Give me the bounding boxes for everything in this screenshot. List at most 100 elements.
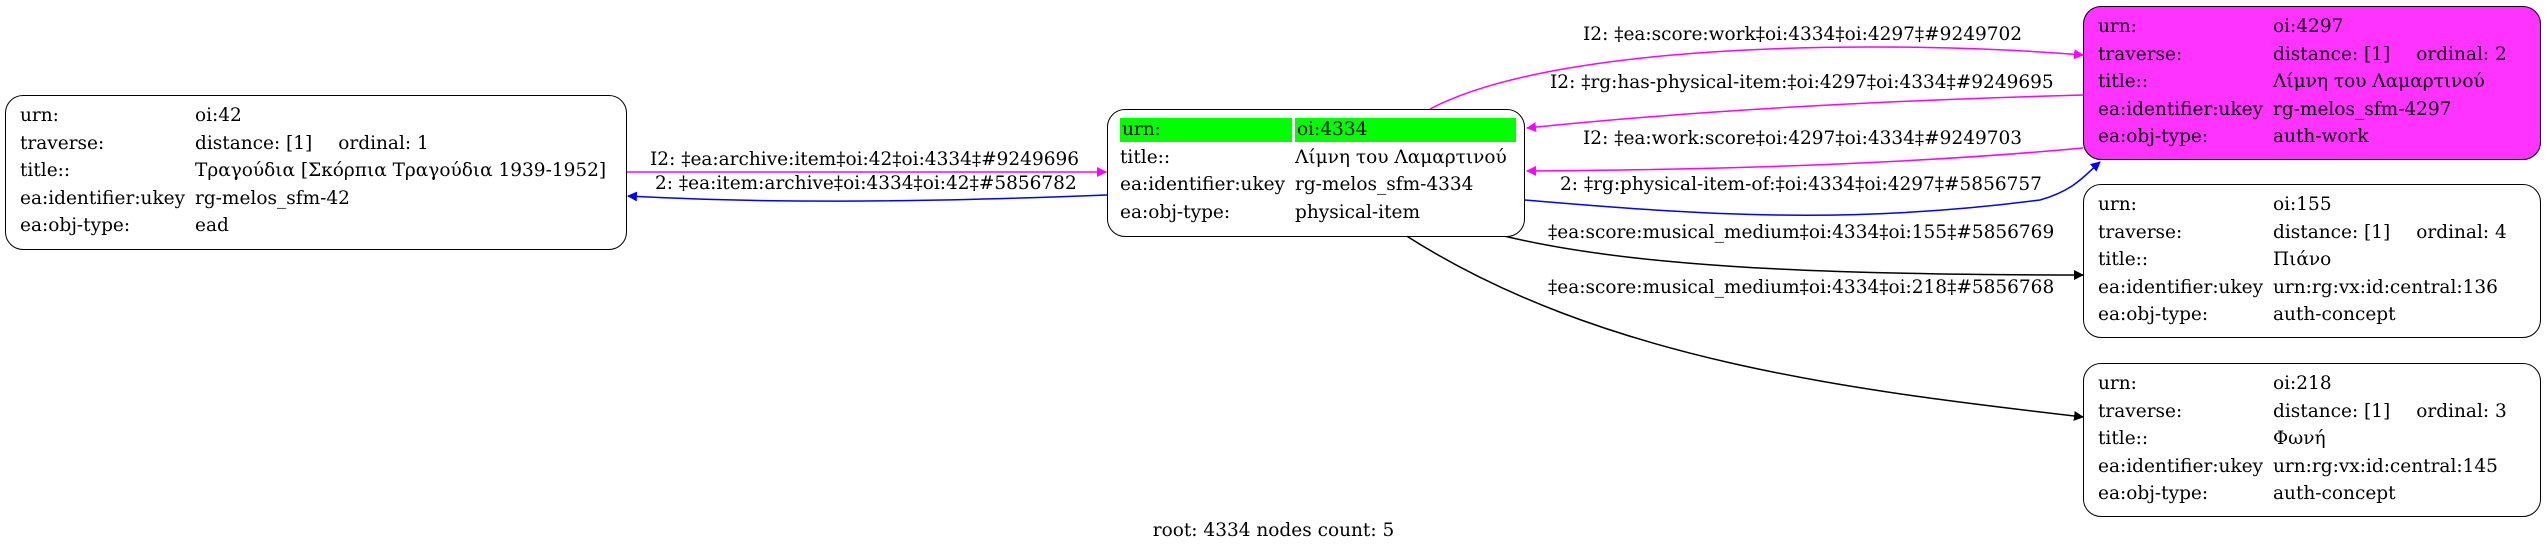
node-row-title: title::Λίμνη του Λαμαρτινού <box>2098 68 2532 96</box>
row-key: urn: <box>2098 16 2137 38</box>
row-value: Πιάνο <box>2273 249 2332 271</box>
row-key: urn: <box>2098 373 2137 395</box>
row-value: oi:218 <box>2273 373 2332 395</box>
edge-work-score <box>1526 147 2084 176</box>
row-key: title:: <box>2098 428 2149 450</box>
node-row-obj-type: ea:obj-type: auth-work <box>2098 123 2532 151</box>
node-row-traverse: traverse: distance: [1] ordinal: 4 <box>2098 219 2532 247</box>
row-key: urn: <box>1120 117 1292 142</box>
node-oi-218[interactable]: urn: oi:218 traverse: distance: [1]ordinal… <box>2083 363 2541 517</box>
row-key: ea:obj-type: <box>20 215 131 237</box>
row-value: urn:rg:vx:id:central:136 <box>2273 276 2498 298</box>
row-value: rg-melos_sfm-4334 <box>1295 174 1474 196</box>
node-row-urn: urn: oi:218 <box>2098 370 2532 398</box>
row-key: ea:identifier:ukey <box>2098 276 2264 298</box>
row-value: distance: [1]ordinal: 3 <box>2273 401 2532 422</box>
node-row-urn: urn:oi:4334 <box>1120 116 1516 144</box>
node-row-urn: urn: oi:4297 <box>2098 13 2532 41</box>
ordinal: ordinal: 2 <box>2416 43 2507 65</box>
node-row-obj-type: ea:obj-type: auth-concept <box>2098 480 2532 508</box>
node-row-urn: urn: oi:155 <box>2098 191 2532 219</box>
row-value: oi:155 <box>2273 194 2332 216</box>
row-value: auth-work <box>2273 126 2369 148</box>
row-value: oi:4297 <box>2273 16 2344 38</box>
distance: distance: [1] <box>2273 43 2391 65</box>
row-key: title:: <box>20 160 71 182</box>
row-key: traverse: <box>2098 221 2183 243</box>
graph-footer-caption: root: 4334 nodes count: 5 <box>1152 520 1395 541</box>
row-key: traverse: <box>20 132 105 154</box>
node-row-title: title::Λίμνη του Λαμαρτινού <box>1120 144 1516 172</box>
row-value: rg-melos_sfm-4297 <box>2273 98 2452 120</box>
row-value: urn:rg:vx:id:central:145 <box>2273 455 2498 477</box>
node-row-ukey: ea:identifier:ukey rg-melos_sfm-42 <box>20 185 618 213</box>
node-oi-42[interactable]: urn: oi:42 traverse: distance: [1] ordinal:… <box>5 95 627 250</box>
row-value: auth-concept <box>2273 483 2396 505</box>
row-key: title:: <box>1120 146 1171 168</box>
row-value: Τραγούδια [Σκόρπια Τραγούδια 1939-1952] <box>195 160 607 182</box>
edge-musical-medium-155 <box>1499 234 2084 280</box>
row-value: distance: [1] ordinal: 1 <box>195 133 618 154</box>
node-oi-155[interactable]: urn: oi:155 traverse: distance: [1] ordinal… <box>2083 184 2541 338</box>
edge-label: I2: ‡rg:has-physical-item:‡oi:4297‡oi:43… <box>1550 72 2054 93</box>
row-value: physical-item <box>1295 201 1421 223</box>
node-row-obj-type: ea:obj-type: auth-concept <box>2098 301 2532 329</box>
row-value: Λίμνη του Λαμαρτινού <box>1295 146 1507 168</box>
node-row-ukey: ea:identifier:ukey rg-melos_sfm-4334 <box>1120 171 1516 199</box>
node-row-ukey: ea:identifier:ukey rg-melos_sfm-4297 <box>2098 96 2532 124</box>
row-key: ea:identifier:ukey <box>20 187 186 209</box>
node-row-traverse: traverse: distance: [1] ordinal: 2 <box>2098 41 2532 69</box>
row-value: ead <box>195 215 229 237</box>
edge-score-work <box>1429 46 2084 110</box>
node-row-urn: urn: oi:42 <box>20 102 618 130</box>
edge-label: ‡ea:score:musical_medium‡oi:4334‡oi:218‡… <box>1548 277 2055 298</box>
row-value: Λίμνη του Λαμαρτινού <box>2273 71 2485 93</box>
node-row-traverse: traverse: distance: [1]ordinal: 3 <box>2098 398 2532 426</box>
edge-label: ‡ea:score:musical_medium‡oi:4334‡oi:155‡… <box>1548 222 2055 243</box>
node-row-title: title::Τραγούδια [Σκόρπια Τραγούδια 1939… <box>20 157 618 185</box>
edge-label: I2: ‡ea:score:work‡oi:4334‡oi:4297‡#9249… <box>1583 24 2023 45</box>
row-key: ea:obj-type: <box>2098 126 2209 148</box>
node-oi-4334-root[interactable]: urn:oi:4334 title::Λίμνη του Λαμαρτινού … <box>1107 109 1525 237</box>
row-value: distance: [1] ordinal: 4 <box>2273 222 2532 243</box>
node-row-obj-type: ea:obj-type: ead <box>20 212 618 240</box>
node-row-traverse: traverse: distance: [1] ordinal: 1 <box>20 130 618 158</box>
row-key: urn: <box>20 105 59 127</box>
row-key: title:: <box>2098 71 2149 93</box>
edge-label: I2: ‡ea:archive:item‡oi:42‡oi:4334‡#9249… <box>650 149 1080 170</box>
row-value: oi:4334 <box>1295 117 1516 142</box>
row-key: title:: <box>2098 249 2149 271</box>
edge-label: 2: ‡ea:item:archive‡oi:4334‡oi:42‡#58567… <box>655 173 1077 194</box>
edge-musical-medium-218 <box>1404 234 2084 421</box>
edge-physical-item-of <box>1524 161 2101 216</box>
row-key: traverse: <box>2098 43 2183 65</box>
ordinal: ordinal: 1 <box>338 132 429 154</box>
row-value: distance: [1] ordinal: 2 <box>2273 44 2532 65</box>
row-value: rg-melos_sfm-42 <box>195 187 350 209</box>
node-row-title: title::Φωνή <box>2098 425 2532 453</box>
row-key: traverse: <box>2098 400 2183 422</box>
row-value: oi:42 <box>195 105 242 127</box>
edge-label: I2: ‡ea:work:score‡oi:4297‡oi:4334‡#9249… <box>1583 128 2023 149</box>
row-key: ea:obj-type: <box>1120 201 1231 223</box>
row-value: Φωνή <box>2273 428 2326 450</box>
node-row-title: title::Πιάνο <box>2098 246 2532 274</box>
node-row-ukey: ea:identifier:ukey urn:rg:vx:id:central:1… <box>2098 274 2532 302</box>
ordinal: ordinal: 3 <box>2416 400 2507 422</box>
ordinal: ordinal: 4 <box>2416 221 2507 243</box>
row-key: ea:obj-type: <box>2098 304 2209 326</box>
row-key: ea:identifier:ukey <box>1120 174 1286 196</box>
edge-has-physical-item <box>1526 94 2084 133</box>
edge-label: 2: ‡rg:physical-item-of:‡oi:4334‡oi:4297… <box>1560 174 2042 195</box>
row-key: ea:obj-type: <box>2098 483 2209 505</box>
row-value: auth-concept <box>2273 304 2396 326</box>
row-key: ea:identifier:ukey <box>2098 98 2264 120</box>
row-key: urn: <box>2098 194 2137 216</box>
edge-item-archive <box>627 191 1108 202</box>
node-row-obj-type: ea:obj-type: physical-item <box>1120 199 1516 227</box>
distance: distance: [1] <box>2273 221 2391 243</box>
distance: distance: [1] <box>195 132 313 154</box>
node-oi-4297[interactable]: urn: oi:4297 traverse: distance: [1] ordina… <box>2083 6 2541 160</box>
